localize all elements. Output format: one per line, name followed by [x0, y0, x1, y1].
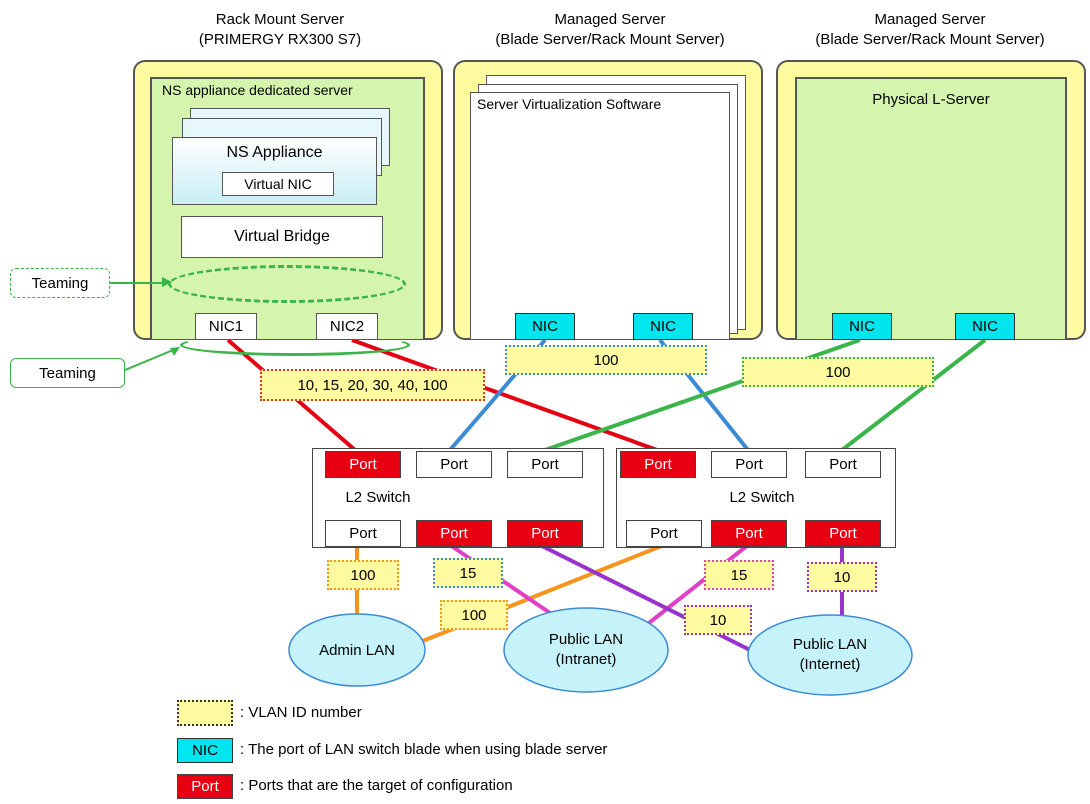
sw1-bottom-port-2[interactable]: Port: [416, 520, 492, 547]
vlan-label-sw2-10: 10: [807, 562, 877, 592]
legend-nic-text: : The port of LAN switch blade when usin…: [240, 741, 608, 758]
sw1-bottom-port-1[interactable]: Port: [325, 520, 401, 547]
legend-port-text: : Ports that are the target of configura…: [240, 777, 513, 794]
teaming-ellipse-upper: [168, 265, 406, 303]
sw2-top-port-1[interactable]: Port: [620, 451, 696, 478]
sw2-bottom-port-3[interactable]: Port: [805, 520, 881, 547]
managed2-nic-b: NIC: [955, 313, 1015, 340]
admin-lan-label: Admin LAN: [319, 641, 395, 659]
virtual-nic: Virtual NIC: [222, 172, 334, 196]
legend-vlan-text: : VLAN ID number: [240, 704, 362, 721]
link-nic2-sw2: [351, 338, 658, 452]
vlan-label-managed1: 100: [505, 345, 707, 375]
admin-lan-cloud: [288, 613, 426, 687]
vlan-label-managed2: 100: [742, 357, 934, 387]
sw2-bottom-port-2[interactable]: Port: [711, 520, 787, 547]
physical-l-server-label: Physical L-Server: [872, 91, 990, 108]
teaming-callout-lower: Teaming: [10, 358, 125, 388]
vlan-label-sw2-15: 15: [704, 560, 774, 590]
internet-label: Public LAN (Internet): [792, 636, 868, 673]
legend-nic-swatch: NIC: [177, 738, 233, 763]
vlan-label-cross-10: 10: [684, 605, 752, 635]
legend-vlan-swatch: [177, 700, 233, 726]
intranet-label: Public LAN (Intranet): [548, 631, 624, 668]
vlan-label-sw1-15: 15: [433, 558, 503, 588]
vlan-label-nic-team: 10, 15, 20, 30, 40, 100: [260, 369, 485, 401]
managed-server-1-title: Managed Server (Blade Server/Rack Mount …: [495, 11, 725, 48]
link-internet-sw1: [539, 543, 771, 662]
link-admin-sw2: [399, 543, 665, 652]
vlan-label-admin: 100: [327, 560, 399, 590]
l2-switch-1-label: L2 Switch: [345, 488, 411, 506]
teaming-callout-upper: Teaming: [10, 268, 110, 298]
managed2-nic-a: NIC: [832, 313, 892, 340]
sw1-top-port-1[interactable]: Port: [325, 451, 401, 478]
ns-appliance-label: NS Appliance: [226, 144, 323, 161]
server-virtualization-software: Server Virtualization Software: [470, 92, 730, 340]
sw2-top-port-2[interactable]: Port: [711, 451, 787, 478]
sw1-top-port-3[interactable]: Port: [507, 451, 583, 478]
l2-switch-2-label: L2 Switch: [729, 488, 795, 506]
link-intranet-sw2: [638, 543, 750, 632]
server-virtualization-label: Server Virtualization Software: [477, 96, 662, 112]
managed1-nic-b: NIC: [633, 313, 693, 340]
vlan-label-admin-cross: 100: [440, 600, 508, 630]
sw1-top-port-2[interactable]: Port: [416, 451, 492, 478]
sw1-bottom-port-3[interactable]: Port: [507, 520, 583, 547]
sw2-top-port-3[interactable]: Port: [805, 451, 881, 478]
teaming-arrow-upper: [110, 282, 170, 284]
ns-dedicated-server-label: NS appliance dedicated server: [162, 82, 353, 98]
internet-cloud: [747, 614, 913, 696]
legend-port-swatch: Port: [177, 774, 233, 799]
managed1-nic-a: NIC: [515, 313, 575, 340]
virtual-bridge: Virtual Bridge: [181, 216, 383, 258]
physical-l-server: Physical L-Server: [795, 77, 1067, 339]
intranet-cloud: [503, 607, 669, 693]
managed-server-2-title: Managed Server (Blade Server/Rack Mount …: [815, 11, 1045, 48]
teaming-ellipse-lower: [180, 334, 410, 356]
link-m2nic-b: [840, 338, 987, 452]
sw2-bottom-port-1[interactable]: Port: [626, 520, 702, 547]
rack-server-title: Rack Mount Server (PRIMERGY RX300 S7): [198, 11, 362, 48]
